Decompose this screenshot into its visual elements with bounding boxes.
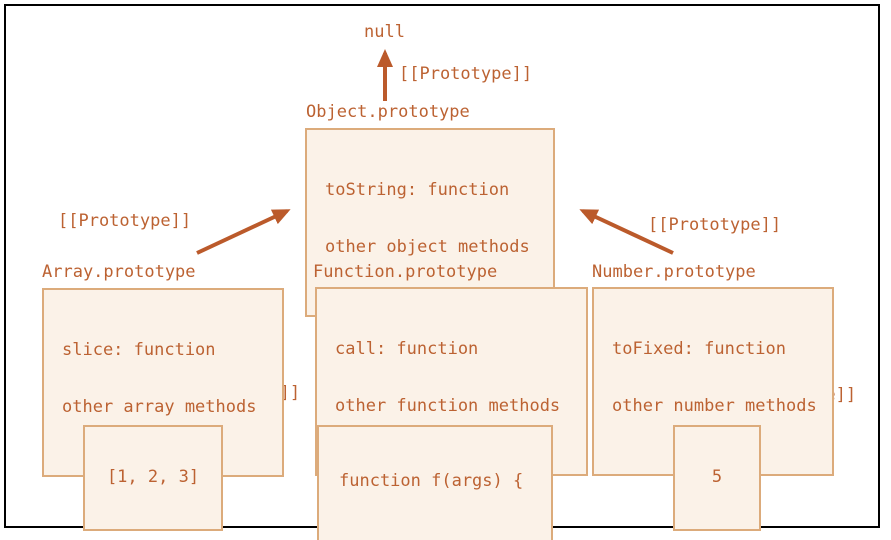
node-line: other function methods [335, 396, 561, 416]
arrow-number-to-object [579, 209, 674, 255]
prototype-edge-label: [[Prototype]] [58, 211, 192, 231]
object-prototype-title: Object.prototype [306, 102, 470, 122]
function-value-node: function f(args) { ... } [317, 425, 553, 540]
number-prototype-title: Number.prototype [592, 262, 756, 282]
node-line: call: function [335, 339, 479, 359]
node-line: toFixed: function [612, 339, 786, 359]
number-value-node: 5 [673, 425, 761, 531]
prototype-edge-label: [[Prototype]] [648, 215, 782, 235]
node-line: other number methods [612, 396, 817, 416]
object-prototype-node: toString: function other object methods [305, 128, 555, 317]
function-prototype-title: Function.prototype [313, 262, 498, 282]
node-line: toString: function [325, 180, 510, 200]
node-line: other object methods [325, 237, 530, 257]
arrow-array-to-object [196, 209, 291, 255]
node-line: function f(args) { [339, 471, 524, 491]
null-label: null [364, 22, 405, 42]
node-line: other array methods [62, 397, 257, 417]
array-value-node: [1, 2, 3] [83, 425, 223, 531]
node-line: [1, 2, 3] [106, 467, 200, 487]
node-line: 5 [711, 467, 723, 487]
node-line: ... [339, 528, 370, 540]
prototype-edge-label: [[Prototype]] [399, 64, 533, 84]
array-prototype-title: Array.prototype [42, 262, 196, 282]
node-line: slice: function [62, 340, 216, 360]
